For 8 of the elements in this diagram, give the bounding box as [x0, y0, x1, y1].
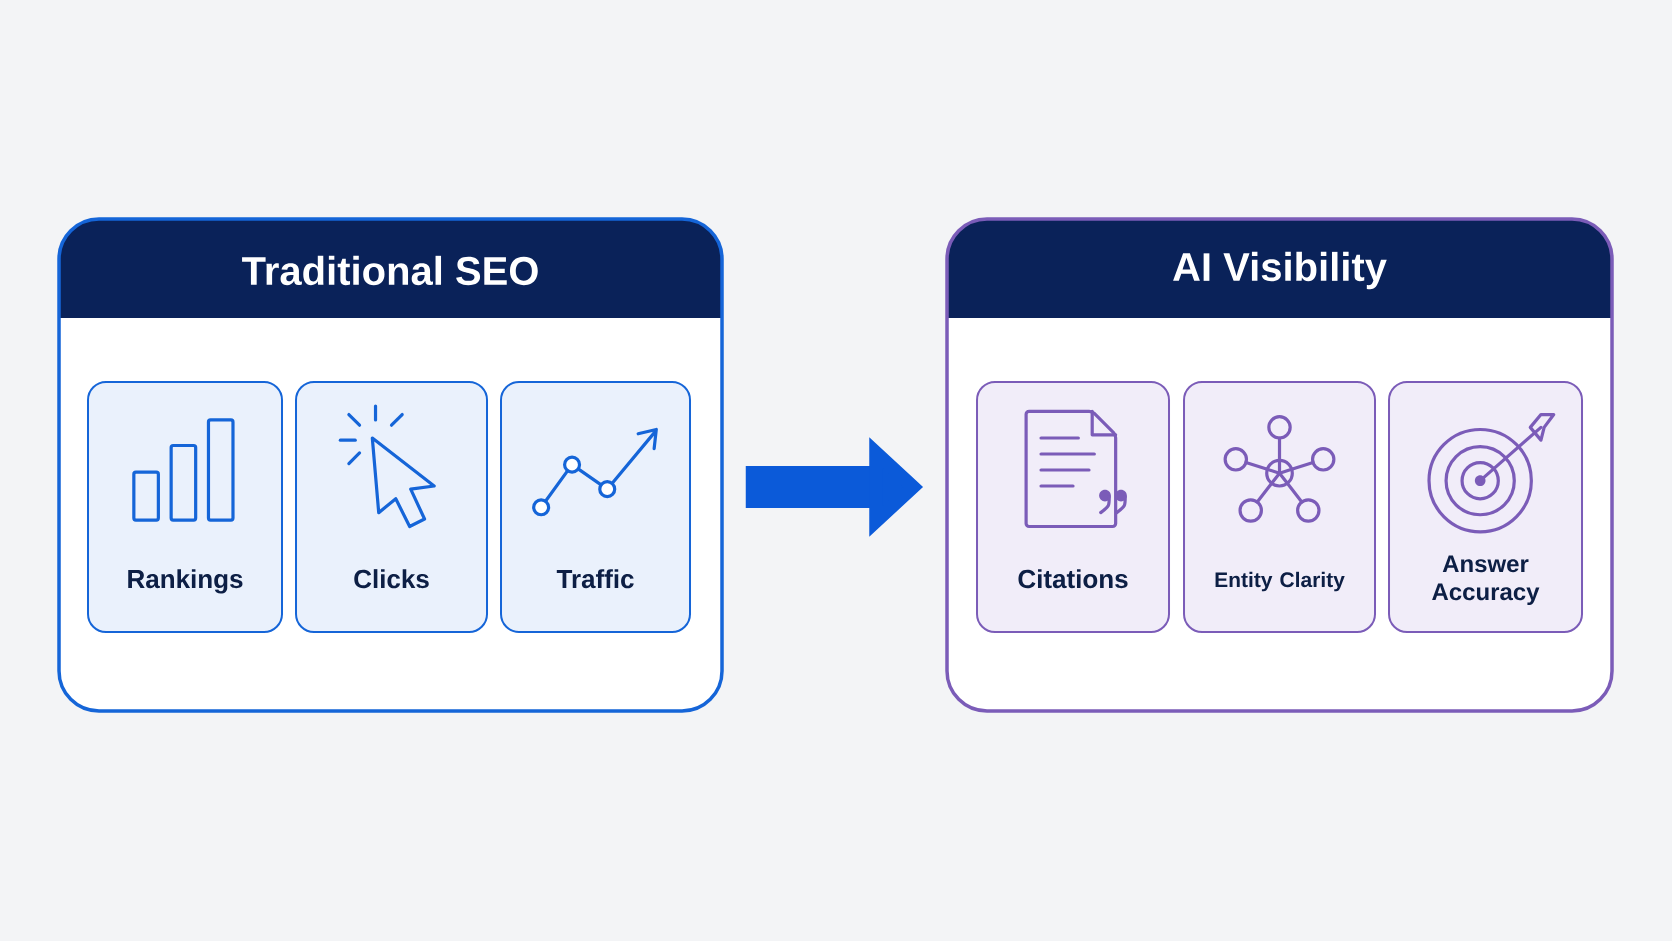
metric-card: Answer Accuracy — [1388, 381, 1583, 633]
panel-header: AI Visibility — [1173, 251, 1387, 290]
metric-card: Entity Clarity — [1183, 381, 1376, 633]
panel-header: Traditional SEO — [242, 255, 538, 286]
metric-card: Clicks — [295, 381, 488, 633]
metric-card: Traffic — [500, 381, 691, 633]
metric-card: Rankings — [87, 381, 283, 633]
metric-card: Citations — [976, 381, 1170, 633]
